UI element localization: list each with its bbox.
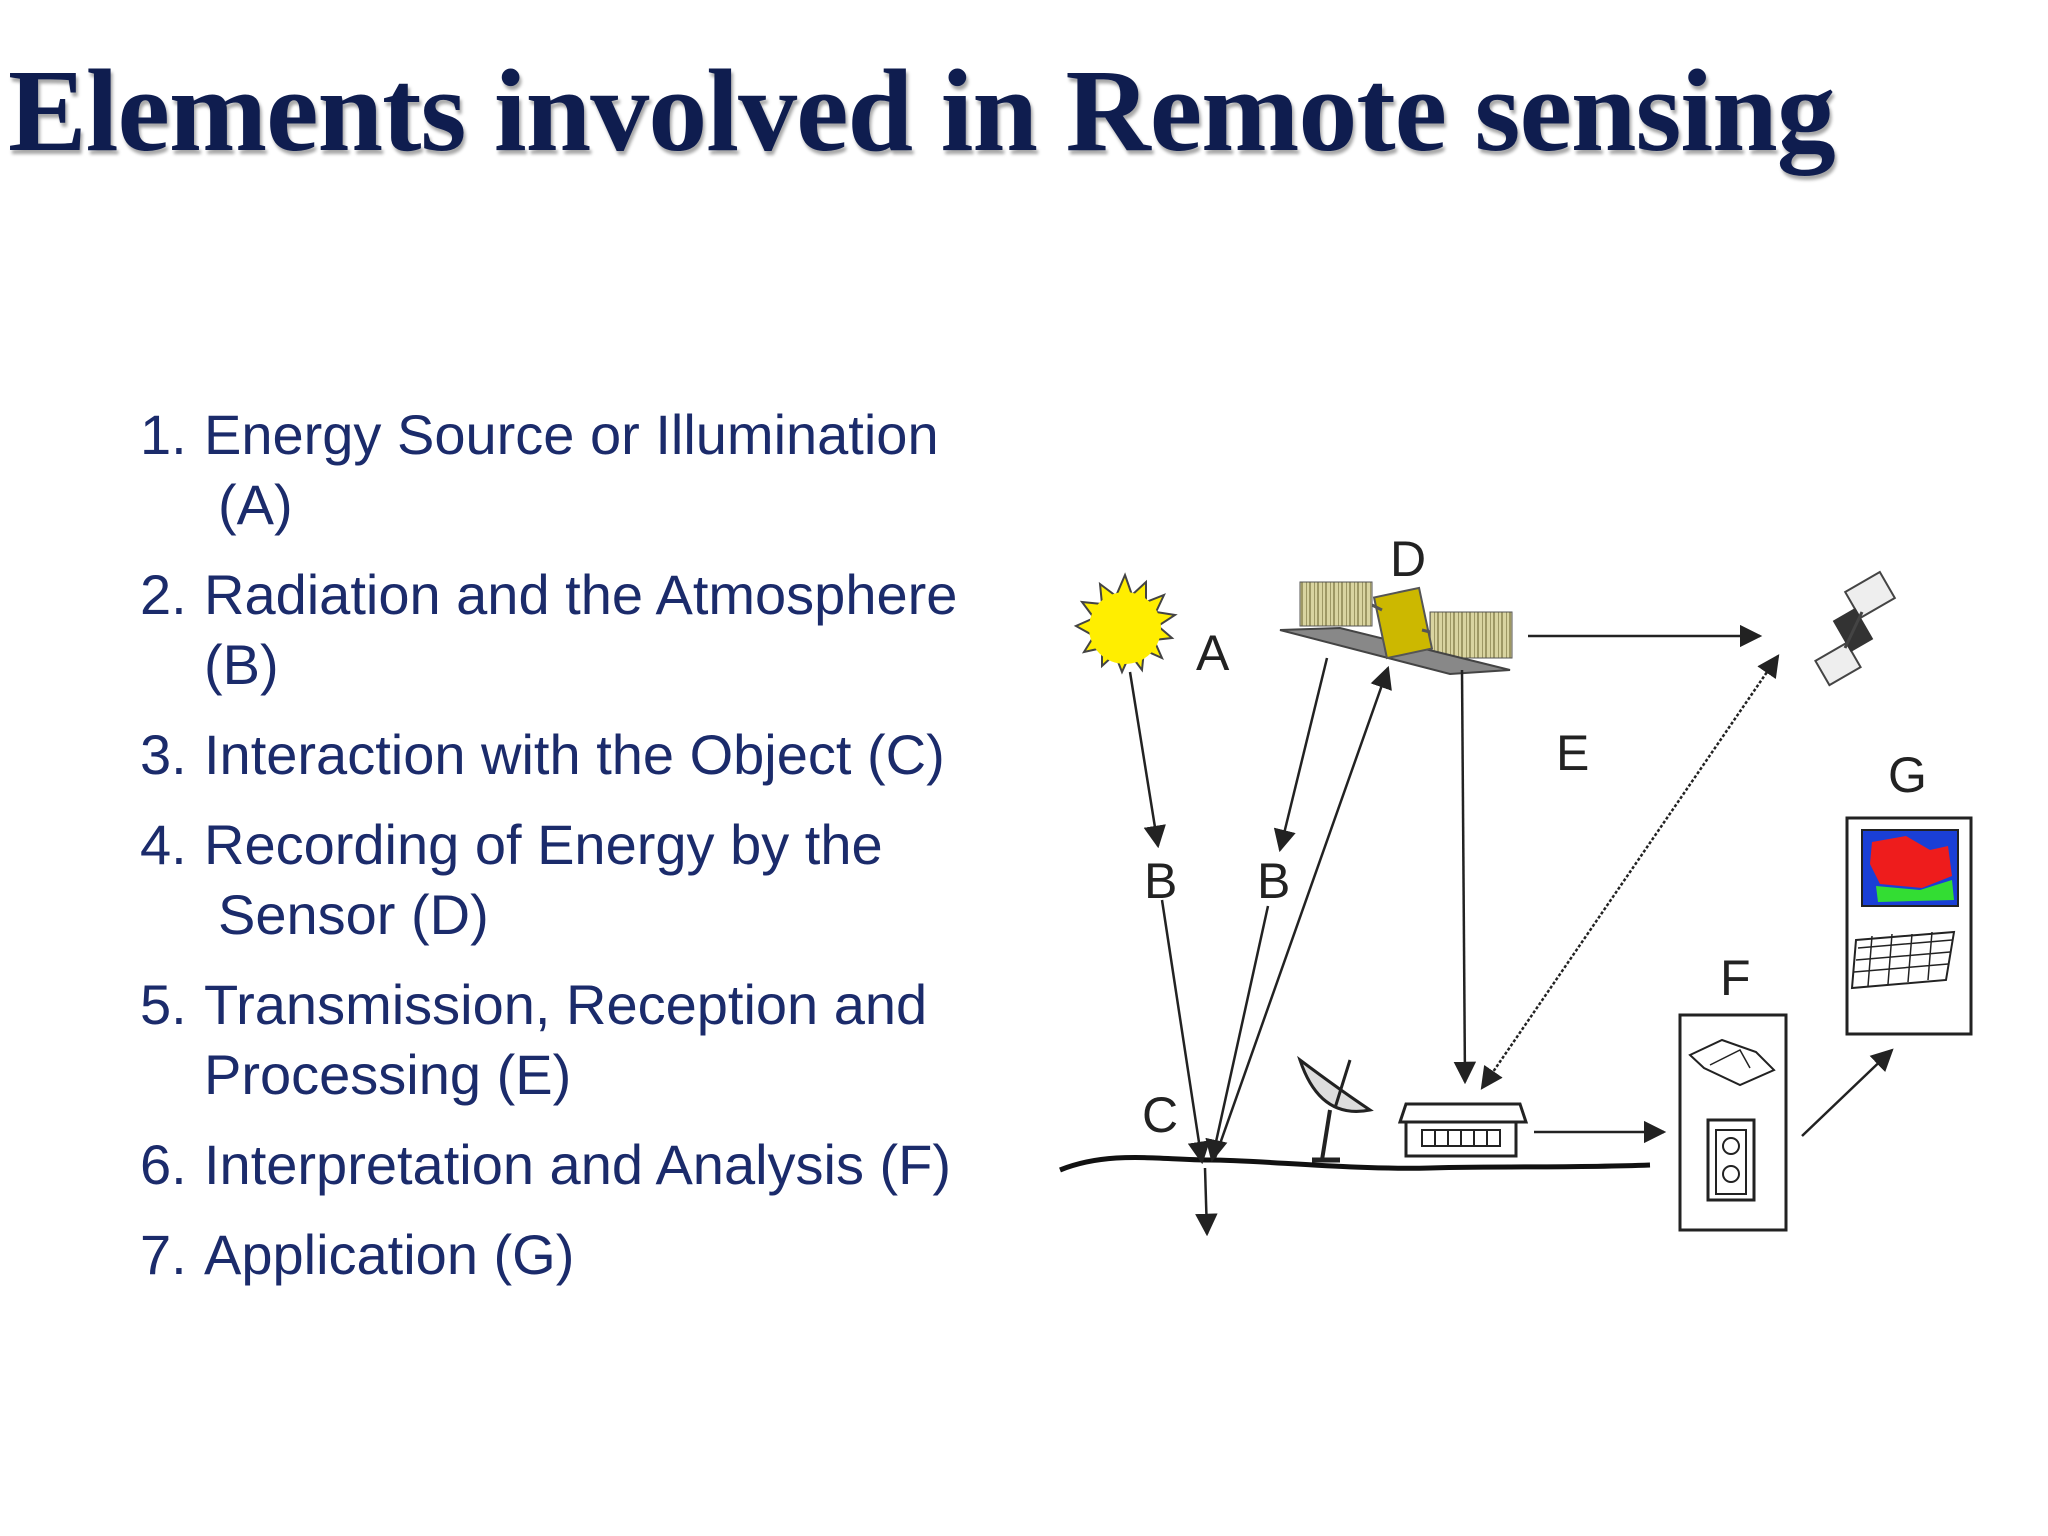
remote-sensing-diagram: A B B C D E F G — [1050, 520, 1990, 1240]
arrow-incident — [1160, 899, 1211, 1165]
ground-line — [1059, 1155, 1651, 1173]
diagram-svg: A B B C D E F G — [1059, 531, 1973, 1237]
label-f: F — [1720, 950, 1751, 1006]
list-item: 6. Interpretation and Analysis (F) — [140, 1130, 1020, 1200]
relay-satellite-icon — [1814, 570, 1897, 687]
item-number: 4. — [140, 813, 187, 876]
label-b1: B — [1144, 853, 1177, 909]
ground-station-icon — [1397, 1102, 1529, 1158]
arrow-f-g — [1801, 1048, 1894, 1137]
list-item: 2. Radiation and the Atmosphere (B) — [140, 560, 1020, 700]
interpretation-box — [1678, 1013, 1788, 1232]
label-g: G — [1888, 747, 1927, 803]
item-text: Application (G) — [204, 1223, 575, 1286]
item-text: Interaction with the Object (C) — [204, 723, 945, 786]
label-e: E — [1556, 725, 1589, 781]
arrow-transmitted — [1195, 1167, 1218, 1237]
item-text: Transmission, Reception and — [204, 973, 928, 1036]
item-text: Recording of Energy by the — [204, 813, 883, 876]
arrow-sensor-down — [1273, 657, 1329, 853]
satellite-icon — [1279, 581, 1513, 676]
receiving-dish-icon — [1297, 1055, 1374, 1163]
sun-icon — [1073, 572, 1178, 675]
item-text: Energy Source or Illumination — [204, 403, 939, 466]
item-text: Interpretation and Analysis (F) — [204, 1133, 952, 1196]
item-number: 3. — [140, 723, 187, 786]
item-text-cont: (A) — [218, 473, 293, 536]
item-number: 6. — [140, 1133, 187, 1196]
slide-title: Elements involved in Remote sensing — [8, 45, 1836, 176]
item-text: Radiation and the Atmosphere — [204, 563, 958, 626]
label-c: C — [1142, 1087, 1178, 1143]
list-item: 3. Interaction with the Object (C) — [140, 720, 1020, 790]
list-item: 7. Application (G) — [140, 1220, 1020, 1290]
item-text-cont: (B) — [204, 633, 279, 696]
item-number: 5. — [140, 973, 187, 1036]
arrow-reflected — [1213, 665, 1392, 1159]
application-box — [1845, 816, 1973, 1036]
item-number: 1. — [140, 403, 187, 466]
arrow-sun-down — [1128, 671, 1166, 849]
item-number: 7. — [140, 1223, 187, 1286]
label-b2: B — [1257, 853, 1290, 909]
label-a: A — [1196, 625, 1230, 681]
arrow-sensor-dish — [1453, 669, 1477, 1085]
radiation-arrows — [1128, 624, 1894, 1237]
arrow-emitted — [1205, 905, 1270, 1163]
label-d: D — [1390, 531, 1426, 587]
item-text-cont: Processing (E) — [204, 1043, 572, 1106]
item-number: 2. — [140, 563, 187, 626]
arrow-relay-dish — [1480, 654, 1780, 1090]
item-text-cont: Sensor (D) — [218, 883, 489, 946]
element-list: 1. Energy Source or Illumination (A) 2. Rad… — [140, 400, 1020, 1310]
list-item: 1. Energy Source or Illumination (A) — [140, 400, 1020, 540]
